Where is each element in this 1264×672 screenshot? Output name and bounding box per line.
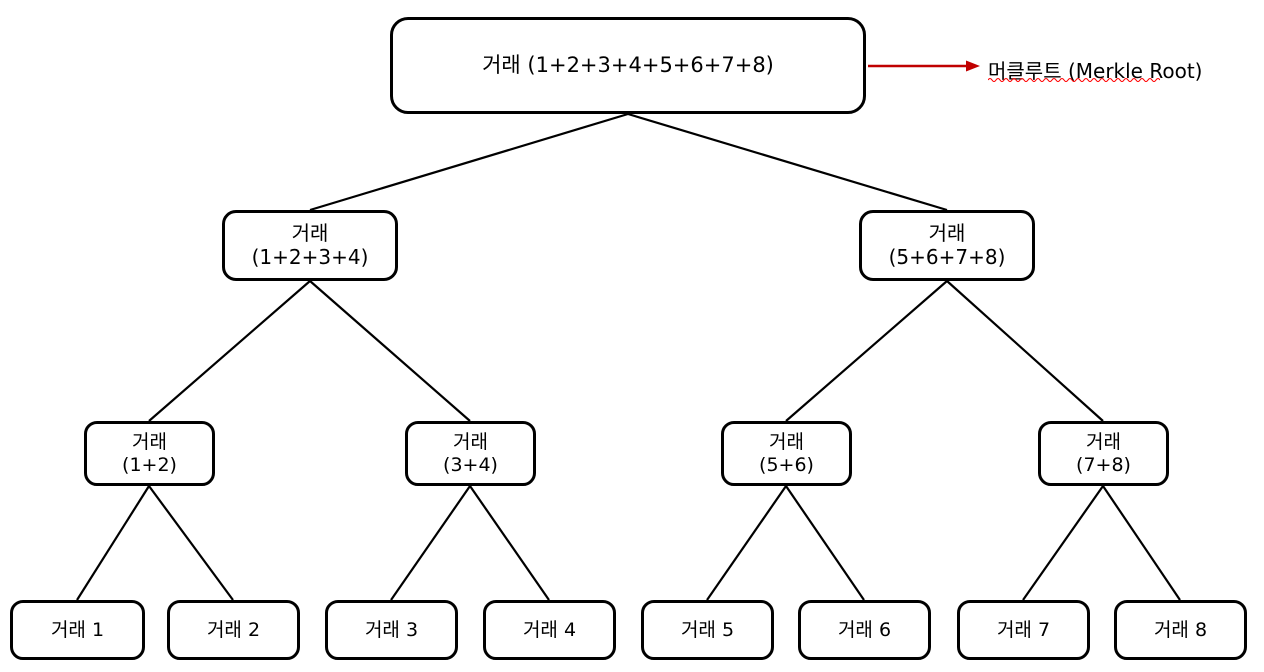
edge-l3-c-to-leaf-6 [785,485,865,601]
edge-l2-right-to-l3-c [785,280,948,422]
node-l2-left[interactable]: 거래 (1+2+3+4) [222,210,398,281]
node-l3-a-line1: 거래 [132,431,167,454]
node-l2-right[interactable]: 거래 (5+6+7+8) [859,210,1035,281]
node-merkle-root-label: 거래 (1+2+3+4+5+6+7+8) [482,53,774,78]
node-leaf-8[interactable]: 거래 8 [1114,600,1247,660]
node-leaf-7-label: 거래 7 [996,618,1051,641]
edge-group-level2 [148,280,1104,422]
node-leaf-3[interactable]: 거래 3 [325,600,458,660]
node-l3-a[interactable]: 거래 (1+2) [84,421,215,486]
node-l3-c-line1: 거래 [769,431,804,454]
node-l3-c-line2: (5+6) [759,453,814,476]
edge-l3-d-to-leaf-7 [1022,485,1104,601]
node-leaf-2-label: 거래 2 [206,618,261,641]
node-l3-b[interactable]: 거래 (3+4) [405,421,536,486]
edge-l3-d-to-leaf-8 [1102,485,1181,601]
edge-l3-a-to-leaf-2 [148,485,234,601]
node-l2-left-line2: (1+2+3+4) [251,244,369,269]
node-l3-b-line2: (3+4) [443,453,498,476]
edge-group-level3 [76,485,1181,601]
node-l3-d-line2: (7+8) [1076,453,1131,476]
node-leaf-6[interactable]: 거래 6 [798,600,931,660]
node-leaf-1-label: 거래 1 [50,618,105,641]
node-l3-b-line1: 거래 [453,431,488,454]
edge-group-root [309,112,948,212]
node-leaf-4-label: 거래 4 [522,618,577,641]
node-leaf-7[interactable]: 거래 7 [957,600,1090,660]
edge-l3-a-to-leaf-1 [76,485,150,601]
node-l3-d-line1: 거래 [1086,431,1121,454]
edge-l3-c-to-leaf-5 [706,485,787,601]
edge-l3-b-to-leaf-4 [469,485,550,601]
node-leaf-6-label: 거래 6 [837,618,892,641]
node-leaf-1[interactable]: 거래 1 [10,600,145,660]
node-l2-left-line1: 거래 [291,220,329,245]
edge-l2-left-to-l3-b [309,280,471,422]
node-leaf-4[interactable]: 거래 4 [483,600,616,660]
node-leaf-3-label: 거래 3 [364,618,419,641]
node-leaf-5[interactable]: 거래 5 [641,600,774,660]
node-leaf-2[interactable]: 거래 2 [167,600,300,660]
node-leaf-5-label: 거래 5 [680,618,735,641]
edge-root-to-l2-right [627,112,948,212]
node-merkle-root[interactable]: 거래 (1+2+3+4+5+6+7+8) [390,17,866,114]
node-l3-a-line2: (1+2) [122,453,177,476]
node-leaf-8-label: 거래 8 [1153,618,1208,641]
node-l3-c[interactable]: 거래 (5+6) [721,421,852,486]
edge-l2-left-to-l3-a [148,280,311,422]
node-l2-right-line2: (5+6+7+8) [888,244,1006,269]
edge-root-to-l2-left [309,112,629,212]
merkle-root-annotation-label: 머클루트 (Merkle Root) [988,59,1203,83]
node-l2-right-line1: 거래 [928,220,966,245]
edge-l2-right-to-l3-d [946,280,1104,422]
node-l3-d[interactable]: 거래 (7+8) [1038,421,1169,486]
edge-l3-b-to-leaf-3 [390,485,471,601]
merkle-root-arrow-icon [868,60,980,72]
